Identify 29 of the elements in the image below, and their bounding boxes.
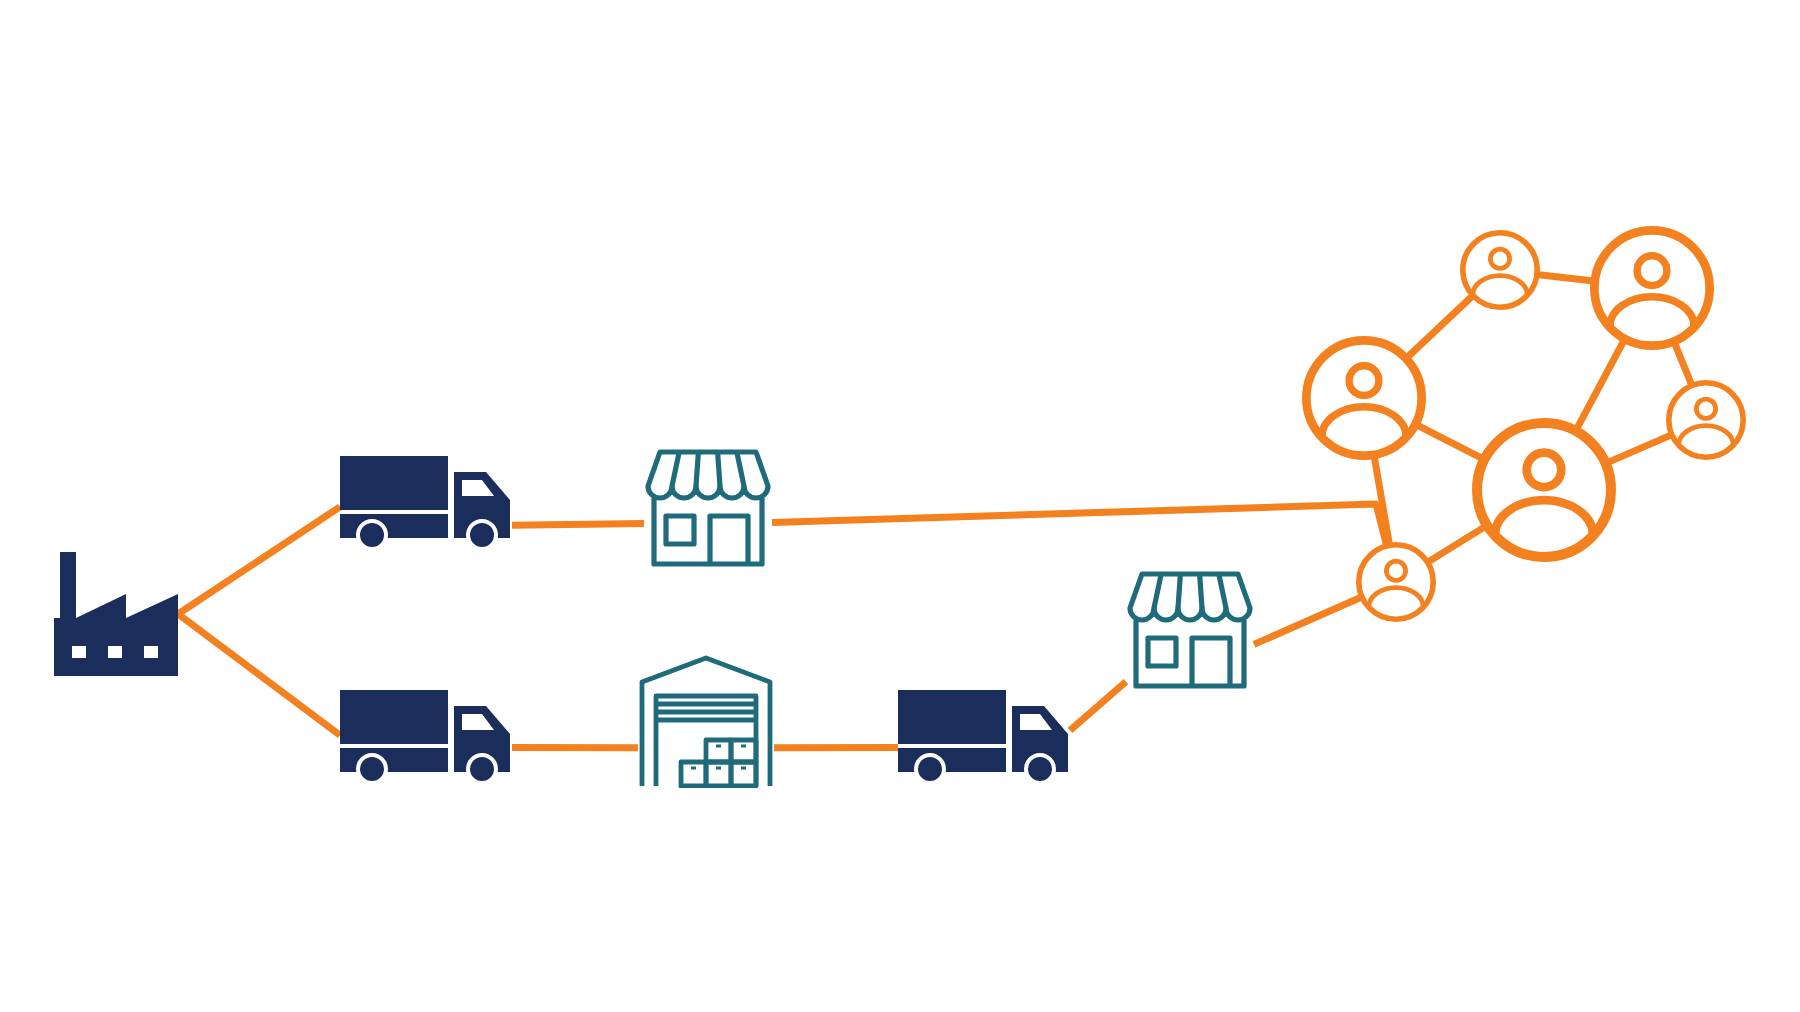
connector-line — [1425, 523, 1488, 566]
person-circle-icon — [1590, 226, 1714, 350]
connector-line — [1671, 341, 1696, 388]
person-circle-icon — [1666, 380, 1746, 460]
person-circle-icon — [1302, 336, 1426, 460]
storefront-icon — [644, 448, 772, 568]
storefront-icon — [1126, 570, 1254, 690]
connector-line — [1067, 678, 1129, 734]
connector-line — [175, 611, 343, 738]
factory-icon — [54, 552, 178, 676]
person-circle-icon — [1356, 542, 1436, 622]
truck-icon — [898, 690, 1070, 786]
connector-line — [1404, 292, 1476, 361]
connector-line — [1606, 431, 1674, 466]
connector-line — [1573, 338, 1628, 431]
connector-line — [1536, 270, 1594, 285]
warehouse-icon — [638, 654, 774, 788]
connector-line — [771, 500, 1391, 548]
connector-line — [176, 503, 342, 617]
connector-line — [1415, 421, 1485, 462]
person-circle-icon — [1472, 418, 1616, 562]
connector-line — [511, 520, 645, 529]
connector-line — [774, 744, 898, 752]
connector-line — [1370, 455, 1394, 547]
connector-line — [1252, 593, 1364, 648]
person-circle-icon — [1460, 230, 1540, 310]
connector-line — [512, 744, 638, 752]
truck-icon — [340, 456, 512, 552]
truck-icon — [340, 690, 512, 786]
